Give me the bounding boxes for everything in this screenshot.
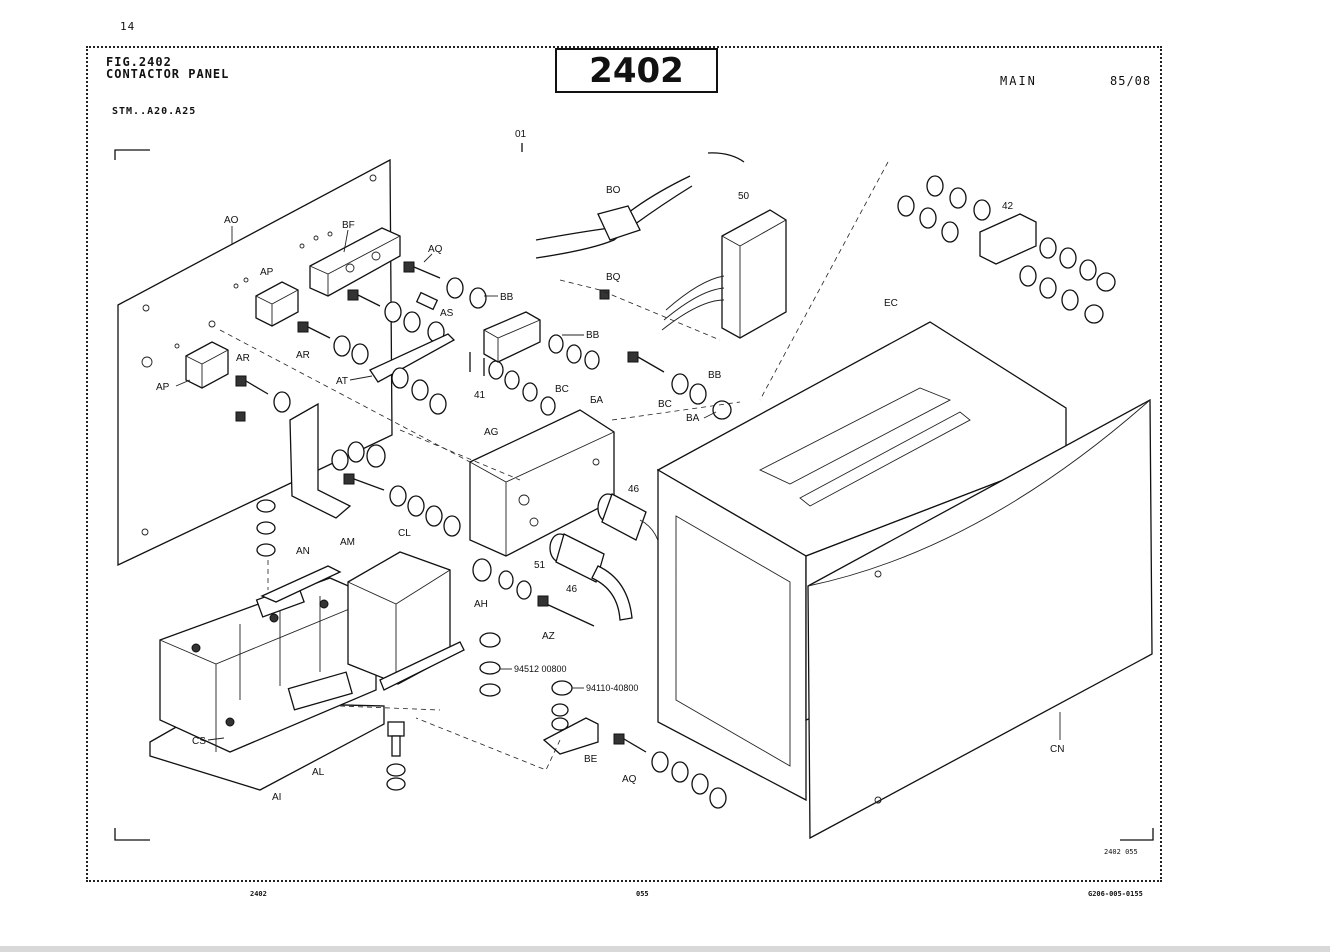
hardware-mid [391, 334, 600, 416]
svg-text:AG: AG [484, 427, 499, 438]
svg-text:42: 42 [1002, 201, 1014, 212]
callouts: 01 AO BF AQ AP AR AS BB BQ BO 50 42 EC A… [156, 129, 1064, 803]
svg-text:BF: BF [342, 220, 355, 231]
svg-text:51: 51 [534, 560, 546, 571]
svg-text:AL: AL [312, 767, 325, 778]
hardware-aq-lower [613, 733, 727, 809]
connector-46-upper [597, 493, 663, 561]
svg-text:01: 01 [515, 129, 527, 140]
bottom-scrollbar[interactable] [0, 946, 1330, 952]
svg-text:94512 00800: 94512 00800 [514, 664, 567, 674]
bushing-ah [472, 558, 492, 582]
bracket-am [289, 402, 352, 519]
terminal-block-bf [309, 227, 401, 297]
svg-text:AQ: AQ [622, 774, 637, 785]
svg-text:AP: AP [260, 267, 274, 278]
svg-text:AM: AM [340, 537, 355, 548]
figure-name: CONTACTOR PANEL [106, 67, 230, 81]
connector-block-ag [469, 409, 615, 557]
figure-number: FIG.2402 [106, 55, 172, 69]
svg-text:50: 50 [738, 191, 750, 202]
hardware-left [256, 499, 406, 791]
cover-cn [807, 398, 1153, 840]
figure-number-box: 2402 [555, 48, 718, 93]
component-42 [897, 175, 1116, 324]
footer-center: 055 [636, 890, 649, 898]
connector-46-lower [549, 533, 633, 621]
svg-text:AS: AS [440, 308, 454, 319]
svg-text:BC: BC [555, 384, 569, 395]
svg-text:БА: БА [590, 395, 603, 406]
hardware-bb-right [627, 351, 732, 420]
svg-text:BB: BB [708, 370, 722, 381]
bolt-az [541, 601, 595, 627]
frame-corner-top [707, 152, 745, 163]
svg-text:AZ: AZ [542, 631, 555, 642]
terminal-ap-upper [255, 281, 299, 327]
svg-text:AT: AT [336, 376, 348, 387]
svg-text:BC: BC [658, 399, 672, 410]
svg-text:AI: AI [272, 792, 281, 803]
page-number: 14 [120, 20, 136, 33]
svg-text:CN: CN [1050, 744, 1064, 755]
link-bar-at [369, 333, 456, 383]
transformer-cl [347, 551, 465, 691]
leader-dash-42 [759, 161, 889, 401]
svg-text:AH: AH [474, 599, 488, 610]
drawing-frame [86, 46, 1162, 882]
svg-text:AP: AP [156, 382, 170, 393]
svg-text:94110-40800: 94110-40800 [586, 683, 638, 693]
model-applicability: STM..A20.A25 [112, 106, 197, 117]
svg-text:46: 46 [628, 484, 640, 495]
svg-text:BO: BO [606, 185, 621, 196]
bracket-an [260, 565, 342, 603]
svg-text:41: 41 [474, 390, 486, 401]
relay-41 [469, 311, 541, 376]
section-label: MAIN [1000, 74, 1037, 88]
svg-text:BB: BB [500, 292, 514, 303]
svg-text:CL: CL [398, 528, 411, 539]
figure-title: FIG.2402 CONTACTOR PANEL [106, 56, 229, 80]
harness-bo [535, 175, 693, 259]
footer-right: G206-005-0155 [1088, 890, 1143, 898]
terminal-ap-lower [185, 341, 229, 389]
svg-text:AN: AN [296, 546, 310, 557]
hardware-upper [235, 261, 610, 422]
hardware-nuts [479, 632, 573, 731]
svg-text:CS: CS [192, 736, 206, 747]
frame-corner-br [1120, 828, 1154, 841]
footer-left: 2402 [250, 890, 267, 898]
revision-date: 85/08 [1110, 74, 1152, 88]
hardware-am [331, 441, 461, 537]
svg-text:BB: BB [586, 330, 600, 341]
svg-text:AQ: AQ [428, 244, 443, 255]
svg-text:46: 46 [566, 584, 578, 595]
svg-text:AR: AR [296, 350, 310, 361]
svg-text:BA: BA [686, 413, 700, 424]
svg-text:BE: BE [584, 754, 598, 765]
frame-corner-tl [114, 149, 150, 160]
component-50 [661, 209, 787, 339]
frame-corner-bl [114, 828, 150, 841]
contactor-assembly [149, 577, 385, 791]
svg-text:AO: AO [224, 215, 239, 226]
svg-text:EC: EC [884, 298, 898, 309]
bracket-be [542, 717, 599, 755]
svg-text:AR: AR [236, 353, 250, 364]
svg-text:BQ: BQ [606, 272, 621, 283]
drawing-reference: 2402 055 [1104, 848, 1138, 856]
